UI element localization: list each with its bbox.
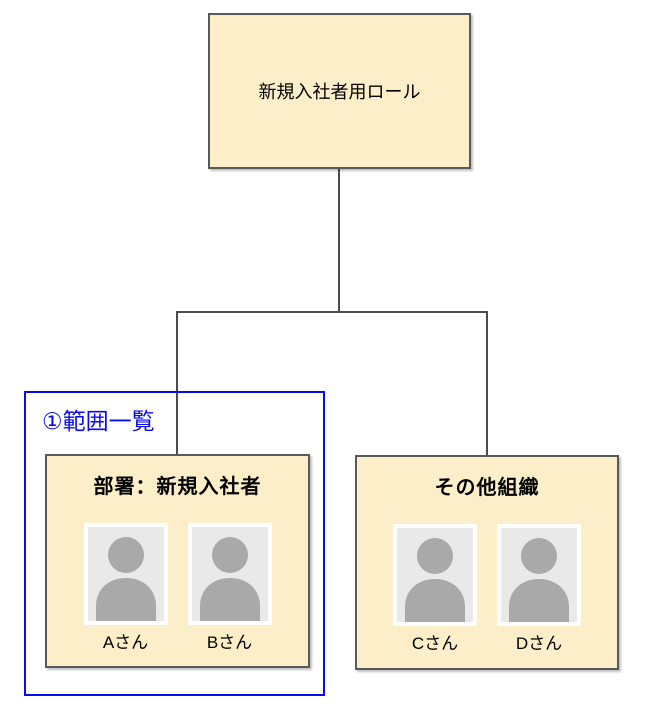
group-title: 部署：新規入社者 [93,476,262,498]
member: Dさん [497,524,581,654]
member-name: Aさん [102,633,149,652]
member-name: Cさん [411,634,459,653]
connector-root-stem [338,169,340,312]
person-icon [83,523,168,625]
person-icon [187,523,272,625]
person-icon [497,524,581,626]
group-box-new-hires: 部署：新規入社者 Aさん Bさん [45,454,310,668]
member: Aさん [83,523,168,653]
group-box-other-org: その他組織 Cさん Dさん [355,455,619,670]
group-title: その他組織 [434,477,540,499]
connector-right-drop [486,311,488,457]
member: Cさん [393,524,477,654]
root-role-box: 新規入社者用ロール [208,13,471,169]
members-row: Aさん Bさん [83,523,272,653]
scope-group-frame [24,391,325,696]
connector-branch-horizontal [176,311,488,313]
member-name: Bさん [206,633,253,652]
connector-left-drop [176,311,178,454]
members-row: Cさん Dさん [393,524,581,654]
person-icon [393,524,477,626]
member-name: Dさん [515,634,563,653]
scope-group-label: ①範囲一覧 [42,408,155,434]
member: Bさん [187,523,272,653]
root-role-label: 新規入社者用ロール [258,82,421,102]
